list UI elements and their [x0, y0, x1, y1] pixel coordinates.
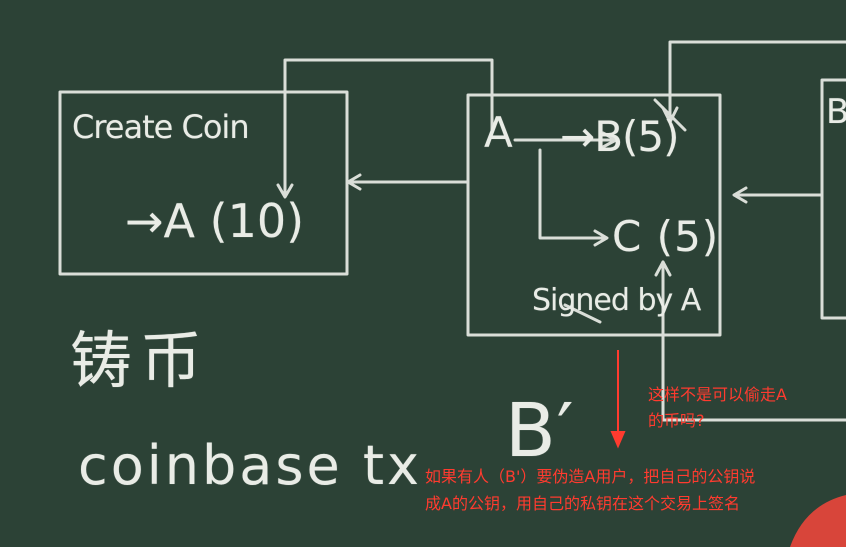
annotation-top-line2: 的币吗?: [648, 411, 705, 430]
coinbase-tx-label: coinbase tx: [78, 434, 422, 497]
signed-by-label: Signed by A: [532, 283, 701, 318]
pointer-line-b: [668, 40, 846, 122]
coin-a-10-label: →A (10): [125, 194, 305, 248]
pointer-line-a: [283, 58, 494, 197]
right-partial-box: [820, 78, 846, 320]
edge-letter-label: B: [826, 92, 846, 132]
tx-a-label: A: [484, 108, 514, 157]
b-prime-label: B′: [505, 388, 575, 474]
pointer-line-c: [661, 260, 846, 422]
c5-label: C (5): [612, 212, 720, 261]
annotation-bottom-line1: 如果有人（B'）要伪造A用户，把自己的公钥说: [425, 467, 756, 486]
annotation-bottom-line2: 成A的公钥，用自己的私钥在这个交易上签名: [425, 494, 740, 513]
annotation-top-line1: 这样不是可以偷走A: [648, 385, 787, 404]
b5-label: →B(5): [560, 112, 679, 161]
lecturer-shoulder: [790, 495, 846, 547]
zhubi-label: 铸币: [70, 324, 211, 397]
create-coin-label: Create Coin: [72, 108, 250, 146]
transaction-box: [466, 93, 722, 337]
